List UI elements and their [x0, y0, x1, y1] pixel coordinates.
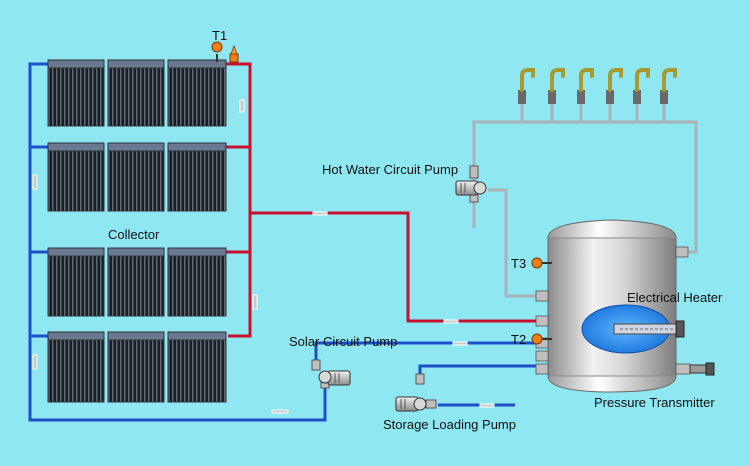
- collector-panel: [167, 142, 227, 212]
- collector-panel: [107, 142, 165, 212]
- storage-loading-pump: [395, 373, 437, 412]
- faucet-icon: [606, 68, 623, 104]
- faucet-icon: [577, 68, 594, 104]
- pressure-transmitter-label: Pressure Transmitter: [594, 395, 715, 410]
- storage-tank: [547, 219, 685, 393]
- tank-fittings: [535, 246, 691, 375]
- collector-array: [47, 59, 227, 403]
- t1-sensor: [211, 41, 223, 62]
- t1-label: T1: [212, 28, 227, 43]
- hot-pipes: [226, 62, 540, 338]
- collector-panel: [47, 331, 105, 403]
- t3-label: T3: [511, 256, 526, 271]
- solar-pump-label: Solar Circuit Pump: [289, 334, 397, 349]
- collector-panel: [47, 247, 105, 317]
- faucet-icon: [660, 68, 677, 104]
- pressure-transmitter-icon: [689, 362, 715, 376]
- collector-panel: [47, 142, 105, 212]
- t3-sensor: [531, 257, 552, 269]
- cold-pipes: [28, 62, 540, 422]
- collector-panel: [47, 59, 105, 127]
- electrical-heater-label: Electrical Heater: [627, 290, 723, 305]
- faucet-icon: [518, 68, 535, 104]
- air-vent-icon: [229, 44, 239, 63]
- storage-pump-label: Storage Loading Pump: [383, 417, 516, 432]
- taps: [518, 68, 677, 104]
- collector-panel: [107, 247, 165, 317]
- solar-circuit-pump: [311, 359, 351, 389]
- service-pipes: [472, 104, 698, 298]
- t2-sensor: [531, 333, 552, 345]
- t2-label: T2: [511, 332, 526, 347]
- faucet-icon: [633, 68, 650, 104]
- hot-water-pump-label: Hot Water Circuit Pump: [322, 162, 458, 177]
- collector-panel: [107, 331, 165, 403]
- collector-panel: [167, 59, 227, 127]
- flow-arrows: [32, 99, 495, 414]
- collector-panel: [107, 59, 165, 127]
- collector-label: Collector: [108, 227, 160, 242]
- hot-water-circuit-pump: [455, 165, 487, 203]
- collector-panel: [167, 247, 227, 317]
- faucet-icon: [548, 68, 565, 104]
- collector-panel: [167, 331, 227, 403]
